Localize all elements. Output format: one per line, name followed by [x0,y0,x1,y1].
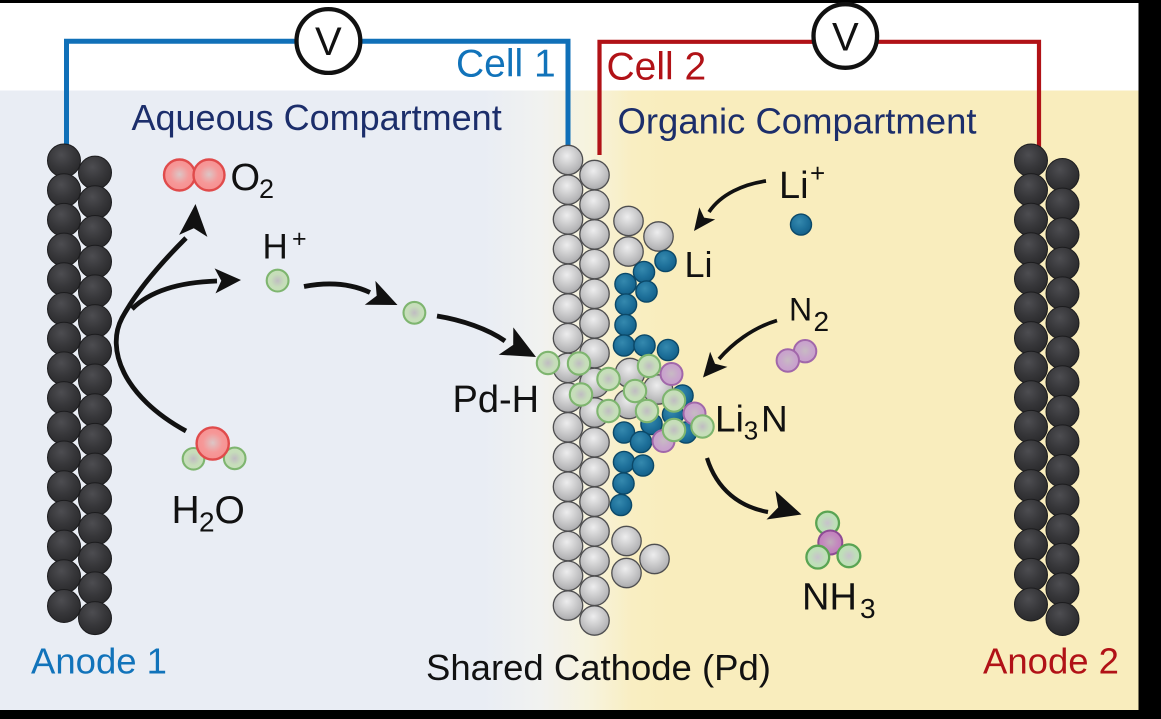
svg-text:Li: Li [779,165,809,207]
svg-text:Anode 2: Anode 2 [983,641,1119,682]
svg-text:O: O [215,489,245,532]
svg-text:Anode 1: Anode 1 [31,641,167,682]
svg-text:+: + [292,225,307,253]
svg-text:N: N [789,292,812,328]
svg-text:3: 3 [744,416,758,446]
svg-text:3: 3 [860,593,876,624]
svg-text:H: H [263,228,288,267]
svg-text:O: O [231,157,261,199]
svg-text:NH: NH [802,577,857,619]
svg-text:N: N [761,399,788,440]
svg-text:Organic Compartment: Organic Compartment [618,101,977,142]
svg-text:Aqueous Compartment: Aqueous Compartment [132,97,502,138]
svg-text:Li: Li [715,399,744,440]
svg-text:+: + [810,158,825,188]
svg-text:V: V [315,20,342,64]
svg-text:Li: Li [685,244,713,285]
svg-text:2: 2 [259,174,274,204]
svg-text:Shared Cathode (Pd): Shared Cathode (Pd) [426,647,771,688]
svg-text:2: 2 [814,306,830,337]
svg-text:2: 2 [199,507,215,538]
svg-text:Pd-H: Pd-H [453,379,540,421]
svg-text:H: H [172,489,200,532]
svg-text:Cell 2: Cell 2 [607,46,707,89]
svg-text:V: V [832,15,859,59]
svg-text:Cell 1: Cell 1 [456,43,556,86]
